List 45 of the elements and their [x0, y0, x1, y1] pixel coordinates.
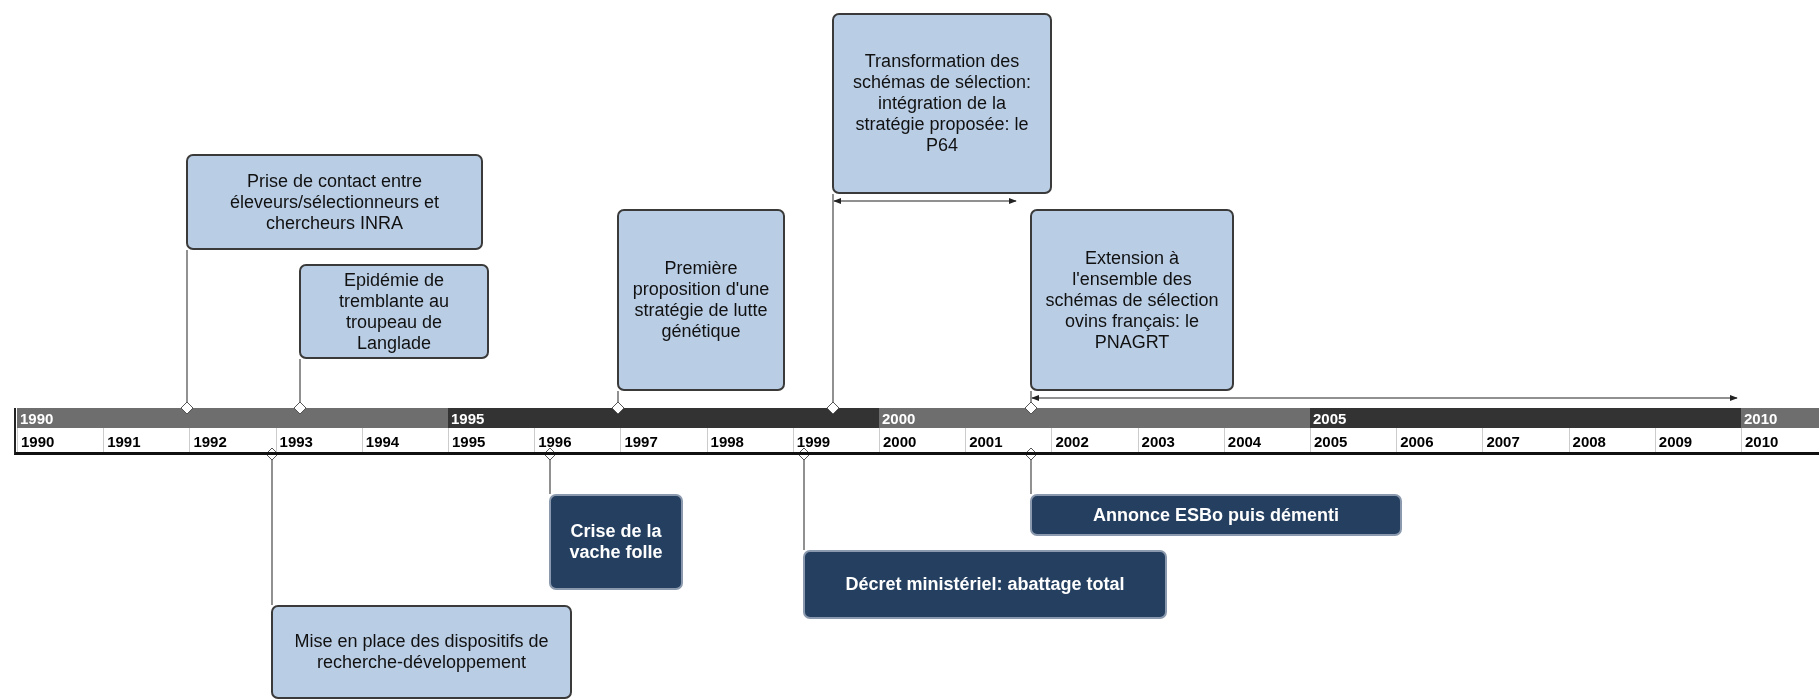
- year-label: 2007: [1485, 433, 1520, 450]
- year-label: 1991: [106, 433, 141, 450]
- leader-line: [543, 447, 557, 495]
- leader-line: [797, 447, 811, 551]
- event-box: Epidémie de tremblante au troupeau de Langlade: [299, 264, 489, 359]
- year-label: 2009: [1657, 433, 1693, 450]
- year-label: 2000: [882, 433, 917, 450]
- year-label: 1990: [20, 433, 55, 450]
- era-label: 2005: [1313, 410, 1347, 427]
- event-box: Extension à l'ensemble des schémas de sélection ovins français: le PNAGRT: [1030, 209, 1234, 391]
- leader-line: [265, 447, 279, 606]
- year-label: 2005: [1313, 433, 1348, 450]
- event-box: Première proposition d'une stratégie de lutte génétique: [617, 209, 785, 391]
- era-label: 2000: [882, 410, 916, 427]
- leader-line: [611, 390, 625, 415]
- year-label: 1995: [451, 433, 486, 450]
- year-label: 2008: [1571, 433, 1606, 450]
- year-label: 1997: [623, 433, 658, 450]
- year-label: 1994: [364, 433, 400, 450]
- event-box: Annonce ESBo puis démenti: [1030, 494, 1402, 536]
- leader-line: [826, 193, 840, 415]
- year-label: 2002: [1054, 433, 1089, 450]
- event-box: Transformation des schémas de sélection: intégration de la stratégie proposée: le P64: [832, 13, 1052, 194]
- event-box: Mise en place des dispositifs de recherche-développement: [271, 605, 572, 699]
- year-label: 2001: [968, 433, 1003, 450]
- year-label: 2010: [1744, 433, 1779, 450]
- event-box: Crise de la vache folle: [549, 494, 683, 590]
- timeline-bar: [14, 408, 1819, 455]
- leader-line: [1024, 447, 1038, 495]
- year-label: 2006: [1399, 433, 1434, 450]
- year-label: 1996: [537, 433, 572, 450]
- year-label: 1992: [192, 433, 227, 450]
- leader-line: [293, 358, 307, 415]
- era-label: 1990: [20, 410, 54, 427]
- year-label: 2003: [1140, 433, 1175, 450]
- year-label: 1998: [709, 433, 744, 450]
- era-label: 2010: [1744, 410, 1778, 427]
- leader-line: [1024, 390, 1038, 415]
- event-box: Décret ministériel: abattage total: [803, 550, 1167, 619]
- event-box: Prise de contact entre éleveurs/sélectionneurs et chercheurs INRA: [186, 154, 483, 250]
- era-label: 1995: [451, 410, 485, 427]
- year-label: 1999: [795, 433, 831, 450]
- year-label: 1993: [278, 433, 313, 450]
- year-label: 2004: [1226, 433, 1262, 450]
- leader-line: [180, 249, 194, 415]
